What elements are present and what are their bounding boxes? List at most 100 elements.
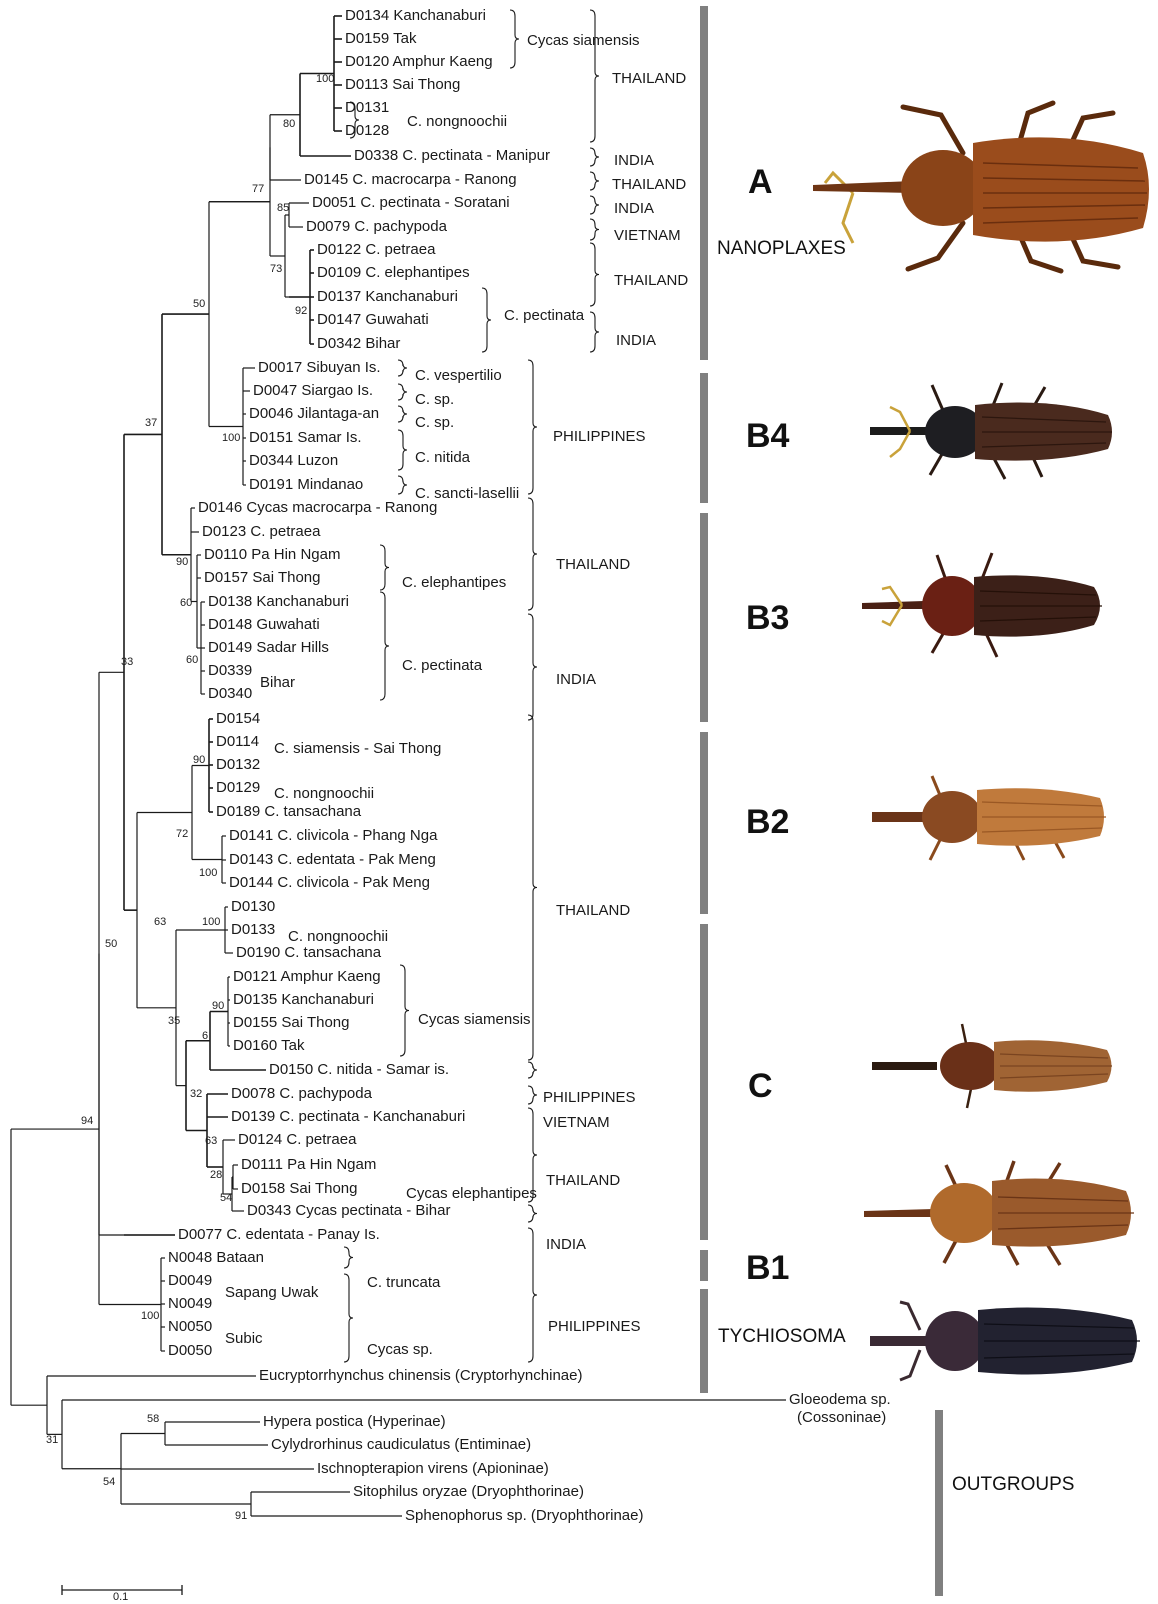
host-nongnoochii-c: C. nongnoochii: [288, 927, 388, 947]
bootstrap-value: 63: [205, 1135, 217, 1147]
host-vespertilio: C. vespertilio: [415, 366, 502, 386]
bootstrap-value: 100: [202, 916, 220, 928]
taxon-label-t24: D0110 Pa Hin Ngam: [204, 546, 340, 564]
taxon-label-t06: D0128: [345, 122, 389, 140]
clade-bar-b1: [700, 1250, 708, 1281]
taxon-label-t55: D0049: [168, 1272, 212, 1290]
country-thailand-2: THAILAND: [612, 176, 686, 194]
country-philippines-1: PHILIPPINES: [553, 428, 646, 446]
extra-label-gloeodema-subfamily: (Cossoninae): [797, 1409, 886, 1427]
grouping-brace: [380, 592, 389, 700]
taxon-label-t35: D0189 C. tansachana: [216, 803, 361, 821]
beetle-image-b3: [862, 549, 1107, 661]
bootstrap-value: 50: [105, 938, 117, 950]
taxon-label-t39: D0130: [231, 898, 275, 916]
bootstrap-value: 94: [81, 1115, 93, 1127]
beetle-image-c: [872, 1020, 1117, 1112]
grouping-brace: [528, 1062, 537, 1078]
taxon-label-t58: D0050: [168, 1342, 212, 1360]
extra-label-sapang-uwak: Sapang Uwak: [225, 1284, 318, 1302]
taxon-label-t54: N0048 Bataan: [168, 1249, 264, 1267]
clade-bar-b3: [700, 513, 708, 722]
grouping-brace: [528, 360, 537, 494]
bootstrap-value: 6: [202, 1030, 208, 1042]
bootstrap-value: 72: [176, 828, 188, 840]
taxon-label-t14: D0147 Guwahati: [317, 311, 429, 329]
bootstrap-value: 50: [193, 298, 205, 310]
taxon-label-t12: D0109 C. elephantipes: [317, 264, 470, 282]
country-thailand-4: THAILAND: [556, 556, 630, 574]
taxon-label-t09: D0051 C. pectinata - Soratani: [312, 194, 510, 212]
extra-label-bihar: Bihar: [260, 674, 295, 692]
taxon-label-t19: D0151 Samar Is.: [249, 429, 362, 447]
clade-bar-b4: [700, 373, 708, 503]
taxon-label-t56: N0049: [168, 1295, 212, 1313]
taxon-label-t62: Cylydrorhinus caudiculatus (Entiminae): [271, 1436, 531, 1454]
taxon-label-t04: D0113 Sai Thong: [345, 76, 460, 94]
taxon-label-t32: D0114: [216, 733, 259, 751]
scale-bar-value: 0.1: [113, 1591, 128, 1603]
bootstrap-value: 37: [145, 417, 157, 429]
taxon-label-t17: D0047 Siargao Is.: [253, 382, 373, 400]
grouping-brace: [590, 10, 599, 142]
taxon-label-t11: D0122 C. petraea: [317, 241, 435, 259]
taxon-label-t40: D0133: [231, 921, 275, 939]
taxon-label-t37: D0143 C. edentata - Pak Meng: [229, 851, 436, 869]
grouping-brace: [590, 219, 599, 240]
taxon-label-t29: D0339: [208, 662, 252, 680]
bootstrap-value: 100: [316, 73, 334, 85]
host-nongnoochii-b2: C. nongnoochii: [274, 784, 374, 804]
taxon-label-t64: Sitophilus oryzae (Dryophthorinae): [353, 1483, 584, 1501]
clade-label-b4: B4: [746, 418, 789, 454]
taxon-label-t03: D0120 Amphur Kaeng: [345, 53, 493, 71]
country-india-4: INDIA: [556, 671, 596, 689]
taxon-label-t45: D0160 Tak: [233, 1037, 304, 1055]
grouping-brace: [380, 545, 389, 590]
taxon-label-t51: D0158 Sai Thong: [241, 1180, 357, 1198]
bootstrap-value: 100: [141, 1310, 159, 1322]
bootstrap-value: 28: [210, 1169, 222, 1181]
bootstrap-value: 63: [154, 916, 166, 928]
taxon-label-t33: D0132: [216, 756, 260, 774]
taxon-label-t22: D0146 Cycas macrocarpa - Ranong: [198, 499, 437, 517]
bootstrap-value: 90: [212, 1000, 224, 1012]
taxon-label-t36: D0141 C. clivicola - Phang Nga: [229, 827, 437, 845]
bootstrap-value: 80: [283, 118, 295, 130]
country-thailand-6: THAILAND: [546, 1172, 620, 1190]
bootstrap-value: 92: [295, 305, 307, 317]
taxon-label-t63: Ischnopterapion virens (Apioninae): [317, 1460, 549, 1478]
taxon-label-t47: D0078 C. pachypoda: [231, 1085, 372, 1103]
beetle-image-b2: [872, 770, 1107, 865]
clade-bar-b2: [700, 732, 708, 914]
taxon-label-t31: D0154: [216, 710, 260, 728]
beetle-image-tychiosoma: [870, 1290, 1140, 1390]
bootstrap-value: 73: [270, 263, 282, 275]
bootstrap-value: 85: [277, 202, 289, 214]
grouping-brace: [528, 715, 537, 1060]
bootstrap-value: 91: [235, 1510, 247, 1522]
taxon-label-t16: D0017 Sibuyan Is.: [258, 359, 381, 377]
grouping-brace: [590, 243, 599, 306]
grouping-brace: [398, 360, 407, 376]
taxon-label-t43: D0135 Kanchanaburi: [233, 991, 374, 1009]
taxon-label-t57: N0050: [168, 1318, 212, 1336]
country-thailand-1: THAILAND: [612, 70, 686, 88]
taxon-label-t15: D0342 Bihar: [317, 335, 400, 353]
taxon-label-t46: D0150 C. nitida - Samar is.: [269, 1061, 449, 1079]
taxon-label-t61: Hypera postica (Hyperinae): [263, 1413, 446, 1431]
country-philippines-2: PHILIPPINES: [543, 1089, 636, 1107]
taxon-label-t26: D0138 Kanchanaburi: [208, 593, 349, 611]
taxon-label-t44: D0155 Sai Thong: [233, 1014, 349, 1032]
grouping-brace: [344, 1274, 353, 1362]
taxon-label-t28: D0149 Sadar Hills: [208, 639, 329, 657]
clade-label-c: C: [748, 1068, 773, 1104]
host-cycas-pectinata: C. pectinata: [504, 306, 584, 326]
country-vietnam-2: VIETNAM: [543, 1114, 610, 1132]
grouping-brace: [590, 312, 599, 352]
taxon-label-t38: D0144 C. clivicola - Pak Meng: [229, 874, 430, 892]
host-truncata: C. truncata: [367, 1273, 440, 1293]
host-cycas-siamensis: Cycas siamensis: [527, 31, 640, 51]
clade-label-b3: B3: [746, 600, 789, 636]
host-cycas-elephantipes-c: Cycas elephantipes: [406, 1184, 537, 1204]
